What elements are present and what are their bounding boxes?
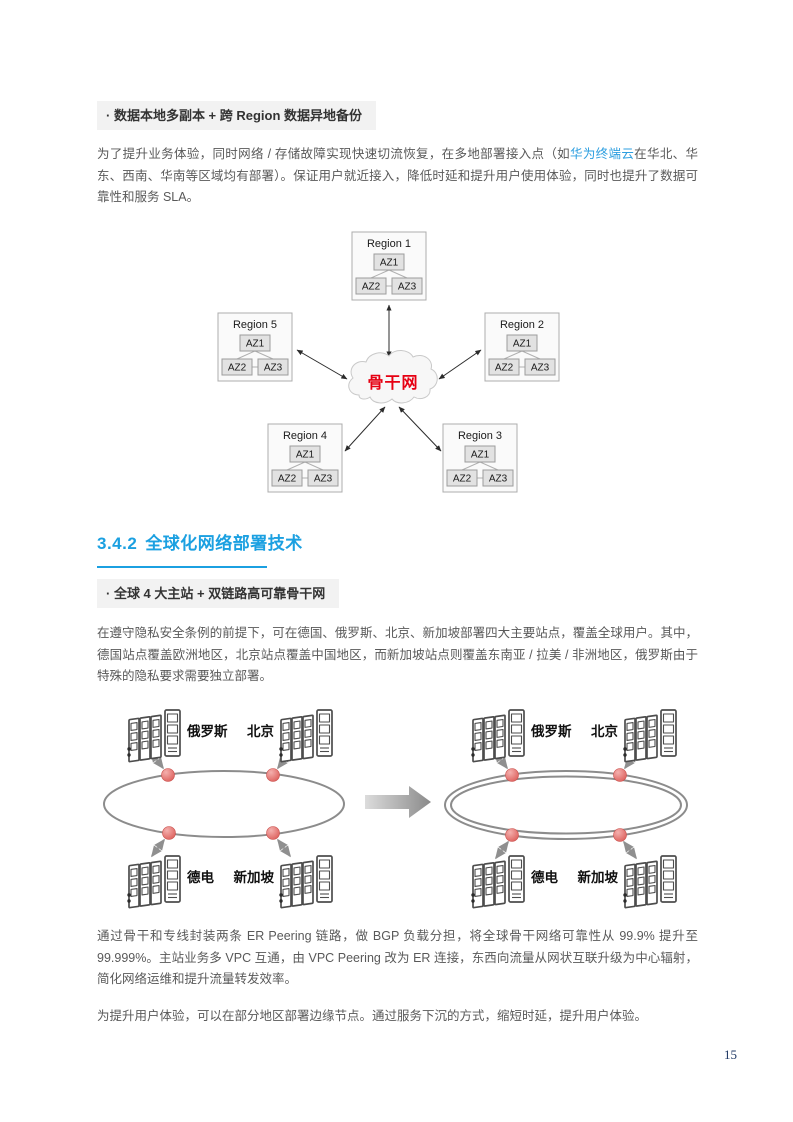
node-label-beijing: 北京 — [247, 723, 274, 739]
region-label: Region 3 — [458, 430, 502, 442]
node-label-germany: 德电 — [187, 869, 214, 885]
region-label: Region 1 — [367, 238, 411, 250]
az-label: AZ1 — [380, 258, 399, 269]
region-box-5: Region 5 AZ1 AZ2 AZ3 — [217, 312, 293, 382]
server-icon-germany — [126, 855, 181, 909]
node-label-singapore: 新加坡 — [578, 869, 619, 885]
page-number: 15 — [724, 1047, 737, 1062]
server-icon-russia — [126, 709, 181, 763]
section-heading-underline — [97, 566, 267, 568]
server-icon-singapore — [622, 855, 677, 909]
server-icon-russia — [470, 709, 525, 763]
region-box-1: Region 1 AZ1 AZ2 AZ3 — [351, 231, 427, 301]
section-number: 3.4.2 — [97, 534, 138, 553]
multi-region-backbone-diagram: Region 1 AZ1 AZ2 AZ3 Region 5 AZ1 AZ2 AZ… — [217, 231, 560, 493]
paragraph-er-peering: 通过骨干和专线封装两条 ER Peering 链路，做 BGP 负载分担，将全球… — [97, 929, 698, 986]
subsection-chip-global-backbone: · 全球 4 大主站 + 双链路高可靠骨干网 — [97, 579, 340, 608]
az-label: AZ1 — [471, 450, 490, 461]
chip-label: · 数据本地多副本 + 跨 Region 数据异地备份 — [106, 108, 363, 123]
region-label: Region 5 — [233, 319, 277, 331]
global-ring-network-diagram: 俄罗斯 北京 德电 新加坡 俄罗斯 北京 德电 新加坡 — [103, 709, 688, 909]
az-label: AZ1 — [296, 450, 315, 461]
region-box-2: Region 2 AZ1 AZ2 AZ3 — [484, 312, 560, 382]
link-arrow — [623, 840, 637, 860]
pop-node-dot — [266, 768, 280, 782]
region-box-4: Region 4 AZ1 AZ2 AZ3 — [267, 423, 343, 493]
link-arrow — [277, 838, 291, 858]
region-label: Region 4 — [283, 430, 327, 442]
arrow-region2-backbone — [438, 349, 482, 380]
node-label-germany: 德电 — [531, 869, 559, 885]
region-label: Region 2 — [500, 319, 544, 331]
az-label: AZ3 — [531, 363, 550, 374]
server-icon-germany — [470, 855, 525, 909]
az-label: AZ1 — [246, 339, 265, 350]
node-label-russia: 俄罗斯 — [186, 723, 228, 739]
link-arrow — [495, 840, 509, 860]
single-ring-network: 俄罗斯 北京 德电 新加坡 — [103, 709, 345, 909]
az-label: AZ1 — [513, 339, 532, 350]
paragraph-multi-region: 为了提升业务体验，同时网络 / 存储故障实现快速切流恢复，在多地部署接入点（如华… — [97, 144, 698, 209]
az-label: AZ3 — [398, 282, 417, 293]
paragraph-text: 在华北、华东、西南、华南等区域均有部署）。保证用户就近接入，降低时延和提升用户使… — [97, 147, 698, 204]
section-title: 全球化网络部署技术 — [145, 534, 303, 553]
pop-node-dot — [613, 828, 627, 842]
arrow-region4-backbone — [344, 406, 386, 452]
huawei-cloud-link[interactable]: 华为终端云 — [570, 147, 635, 161]
transition-arrow-icon — [365, 786, 431, 818]
double-ring-network: 俄罗斯 北京 德电 新加坡 — [444, 709, 688, 909]
node-label-russia: 俄罗斯 — [530, 723, 572, 739]
paragraph-text: 为了提升业务体验，同时网络 / 存储故障实现快速切流恢复，在多地部署接入点（如 — [97, 147, 570, 161]
chip-label: · 全球 4 大主站 + 双链路高可靠骨干网 — [106, 586, 326, 601]
pop-node-dot — [505, 828, 519, 842]
node-label-beijing: 北京 — [591, 723, 618, 739]
az-label: AZ3 — [314, 474, 333, 485]
server-icon-beijing — [278, 709, 333, 763]
az-label: AZ2 — [228, 363, 247, 374]
arrow-region5-backbone — [296, 349, 348, 380]
az-label: AZ2 — [495, 363, 514, 374]
subsection-chip-data-backup: · 数据本地多副本 + 跨 Region 数据异地备份 — [97, 101, 377, 130]
pop-node-dot — [161, 768, 175, 782]
pop-node-dot — [266, 826, 280, 840]
arrow-region3-backbone — [398, 406, 442, 452]
az-label: AZ2 — [362, 282, 381, 293]
pop-node-dot — [505, 768, 519, 782]
server-icon-singapore — [278, 855, 333, 909]
pop-node-dot — [613, 768, 627, 782]
backbone-cloud-label: 骨干网 — [367, 374, 418, 392]
section-heading: 3.4.2 全球化网络部署技术 — [97, 529, 303, 554]
pop-node-dot — [162, 826, 176, 840]
az-label: AZ3 — [264, 363, 283, 374]
az-label: AZ2 — [453, 474, 472, 485]
link-arrow — [151, 838, 165, 858]
az-label: AZ3 — [489, 474, 508, 485]
paragraph-edge-nodes: 为提升用户体验，可以在部分地区部署边缘节点。通过服务下沉的方式，缩短时延，提升用… — [97, 1009, 648, 1023]
az-label: AZ2 — [278, 474, 297, 485]
server-icon-beijing — [622, 709, 677, 763]
paragraph-global-sites: 在遵守隐私安全条例的前提下，可在德国、俄罗斯、北京、新加坡部署四大主要站点，覆盖… — [97, 626, 698, 683]
region-box-3: Region 3 AZ1 AZ2 AZ3 — [442, 423, 518, 493]
node-label-singapore: 新加坡 — [234, 869, 275, 885]
backbone-cloud: 骨干网 — [348, 350, 438, 404]
